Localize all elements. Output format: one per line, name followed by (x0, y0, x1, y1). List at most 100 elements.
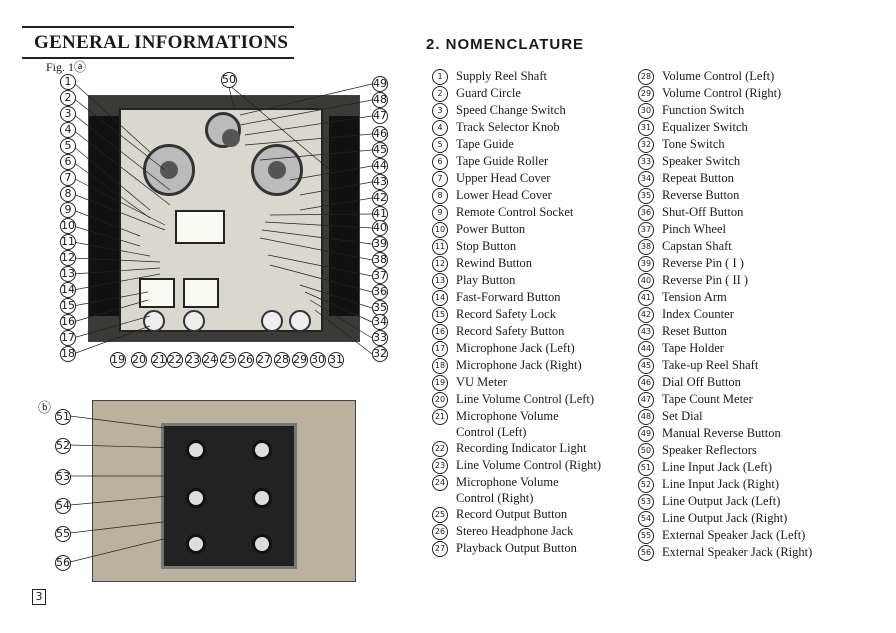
item-number: 4 (432, 120, 448, 136)
item-name: Power Button (456, 222, 526, 236)
vu-meter-left (139, 278, 175, 308)
item-number: 9 (432, 205, 448, 221)
item-number: 54 (638, 511, 654, 527)
item-name: Shut-Off Button (662, 205, 744, 219)
item-number: 56 (638, 545, 654, 561)
item-name: Microphone Volume Control (Right) (456, 475, 559, 505)
item-name: Function Switch (662, 103, 745, 117)
item-number: 36 (638, 205, 654, 221)
jack (252, 534, 272, 554)
tape-deck-front-photo (88, 95, 360, 342)
nomenclature-item: 22 Recording Indicator Light (432, 440, 601, 457)
item-number: 38 (638, 239, 654, 255)
header: GENERAL INFORMATIONS (22, 26, 294, 59)
item-name: Set Dial (662, 409, 703, 423)
item-name: External Speaker Jack (Left) (662, 528, 806, 542)
item-name: Reset Button (662, 324, 727, 338)
speaker-reflector-right (329, 116, 359, 316)
nomenclature-item: 8 Lower Head Cover (432, 187, 601, 204)
item-name: Volume Control (Right) (662, 86, 782, 100)
item-number: 52 (638, 477, 654, 493)
item-name: Microphone Jack (Right) (456, 358, 582, 372)
item-name: Microphone Jack (Left) (456, 341, 575, 355)
tape-count-dial (205, 112, 241, 148)
item-number: 33 (638, 154, 654, 170)
item-name: Record Safety Lock (456, 307, 556, 321)
item-number: 51 (638, 460, 654, 476)
item-name: Tone Switch (662, 137, 725, 151)
nomenclature-item: 48 Set Dial (638, 408, 812, 425)
item-name: Speaker Reflectors (662, 443, 757, 457)
jack (252, 488, 272, 508)
item-name: Fast-Forward Button (456, 290, 561, 304)
jack-panel (161, 423, 297, 569)
item-name: Speaker Switch (662, 154, 741, 168)
item-number: 39 (638, 256, 654, 272)
item-number: 30 (638, 103, 654, 119)
nomenclature-item: 37 Pinch Wheel (638, 221, 812, 238)
item-number: 19 (432, 375, 448, 391)
volume-knob (289, 310, 311, 332)
item-number: 22 (432, 441, 448, 457)
item-name: Manual Reverse Button (662, 426, 781, 440)
item-number: 53 (638, 494, 654, 510)
item-number: 13 (432, 273, 448, 289)
item-name: Capstan Shaft (662, 239, 732, 253)
jack (252, 440, 272, 460)
item-name: Track Selector Knob (456, 120, 560, 134)
item-number: 35 (638, 188, 654, 204)
item-name: Microphone Volume Control (Left) (456, 409, 559, 439)
item-name: Tape Guide (456, 137, 514, 151)
volume-knob (261, 310, 283, 332)
item-name: Line Volume Control (Left) (456, 392, 595, 406)
item-name: Line Output Jack (Left) (662, 494, 781, 508)
item-number: 27 (432, 541, 448, 557)
item-number: 37 (638, 222, 654, 238)
item-name: Reverse Button (662, 188, 740, 202)
item-number: 11 (432, 239, 448, 255)
item-name: Equalizer Switch (662, 120, 748, 134)
item-name: Upper Head Cover (456, 171, 551, 185)
item-name: Pinch Wheel (662, 222, 726, 236)
item-name: Play Button (456, 273, 516, 287)
item-number: 15 (432, 307, 448, 323)
vu-meter-right (183, 278, 219, 308)
item-name: Supply Reel Shaft (456, 69, 547, 83)
item-number: 24 (432, 475, 448, 491)
item-number: 48 (638, 409, 654, 425)
page-title: GENERAL INFORMATIONS (34, 32, 289, 53)
item-number: 47 (638, 392, 654, 408)
takeup-reel (251, 144, 303, 196)
item-number: 8 (432, 188, 448, 204)
item-name: Lower Head Cover (456, 188, 552, 202)
item-name: Speed Change Switch (456, 103, 566, 117)
item-name: Line Output Jack (Right) (662, 511, 788, 525)
item-name: Recording Indicator Light (456, 441, 587, 455)
nomenclature-item: 38 Capstan Shaft (638, 238, 812, 255)
